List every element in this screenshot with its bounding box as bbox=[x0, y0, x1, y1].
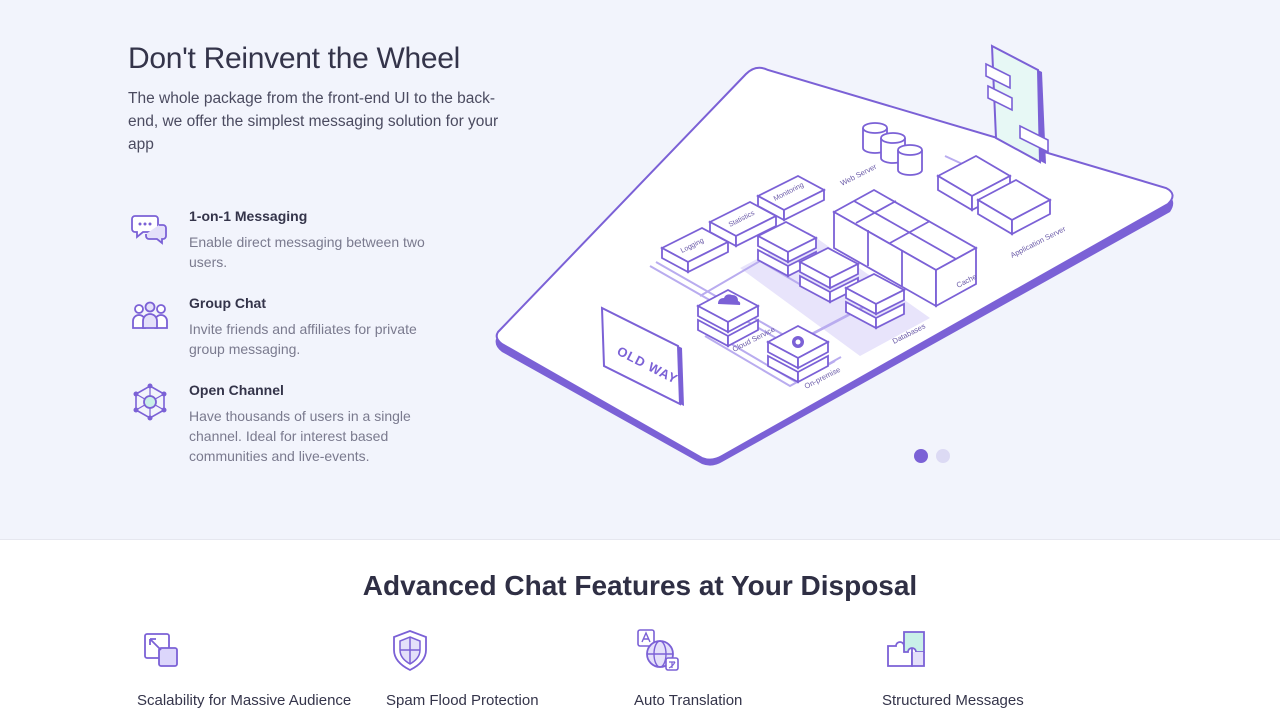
database-stacks bbox=[756, 220, 906, 330]
advanced-item-label: Structured Messages bbox=[882, 692, 1024, 709]
cloud-service-stack bbox=[696, 288, 760, 348]
application-server-blocks bbox=[936, 154, 1052, 236]
advanced-section-title: Advanced Chat Features at Your Disposal bbox=[362, 570, 918, 601]
hero-title: Don't Reinvent the Wheel bbox=[128, 42, 461, 75]
carousel-dot-2[interactable] bbox=[936, 449, 950, 463]
old-way-sign bbox=[600, 306, 684, 406]
feature-title: Group Chat bbox=[189, 295, 266, 311]
feature-title: 1-on-1 Messaging bbox=[189, 208, 308, 224]
scalability-icon bbox=[144, 633, 178, 667]
group-users-icon bbox=[132, 301, 168, 329]
shield-icon bbox=[393, 630, 427, 672]
puzzle-icon bbox=[887, 631, 925, 667]
service-box-monitoring bbox=[756, 174, 826, 222]
chat-bubbles-icon bbox=[131, 215, 167, 245]
phone-device bbox=[985, 44, 1049, 164]
web-server-cylinders bbox=[862, 122, 923, 176]
feature-description: Invite friends and affiliates for privat… bbox=[189, 321, 417, 357]
feature-description: Have thousands of users in a single chan… bbox=[189, 408, 411, 464]
feature-description: Enable direct messaging between two user… bbox=[189, 234, 425, 270]
architecture-illustration: OLD WAY Logging Statistics Monitoring We… bbox=[495, 44, 1174, 466]
advanced-item-label: Auto Translation bbox=[634, 692, 743, 709]
cache-blocks bbox=[832, 188, 978, 308]
advanced-item-label: Scalability for Massive Audience bbox=[137, 692, 352, 709]
hero-subtitle: The whole package from the front-end UI … bbox=[128, 90, 499, 153]
advanced-item-label: Spam Flood Protection bbox=[386, 692, 539, 709]
carousel-dot-1[interactable] bbox=[914, 449, 928, 463]
carousel-dots bbox=[914, 449, 950, 463]
on-premise-stack bbox=[766, 324, 830, 384]
feature-title: Open Channel bbox=[189, 382, 284, 398]
network-hub-icon bbox=[133, 383, 167, 421]
hero-section: Don't Reinvent the Wheel The whole packa… bbox=[0, 0, 1280, 540]
globe-translate-icon bbox=[637, 629, 679, 671]
service-box-statistics bbox=[708, 200, 778, 248]
